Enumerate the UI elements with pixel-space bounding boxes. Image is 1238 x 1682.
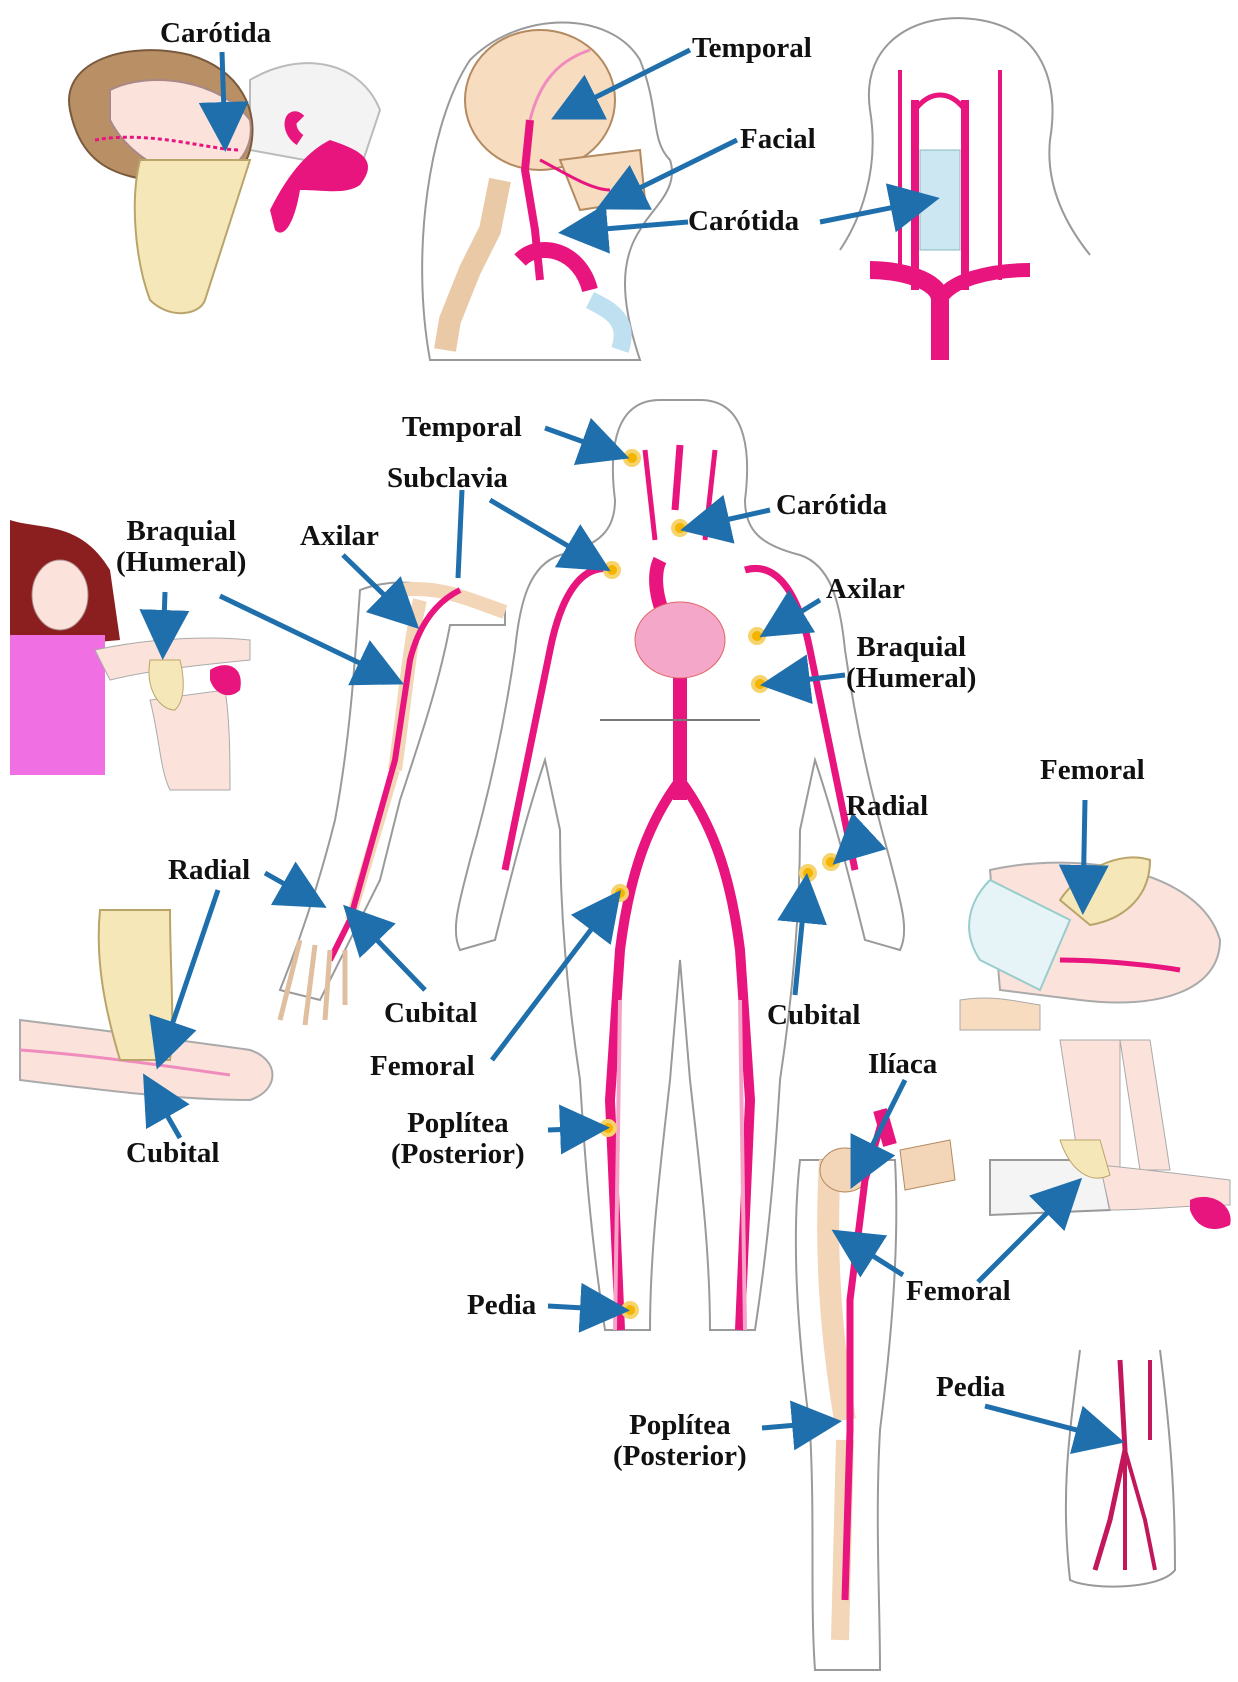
label-ulnar-body: Cubital (767, 1000, 860, 1031)
label-ulnar-arm: Cubital (384, 998, 477, 1029)
label-femoral-body: Femoral (370, 1051, 475, 1082)
pulse-point-pedal (623, 1303, 637, 1317)
pulse-point-ulnar (801, 866, 815, 880)
label-iliac: Ilíaca (868, 1049, 937, 1080)
label-popliteal-body-line1: Poplítea (391, 1108, 525, 1139)
leg-arteries-illustration (796, 1110, 955, 1670)
pulse-point-popliteal (601, 1121, 615, 1135)
knee-compression-illustration (990, 1040, 1231, 1229)
label-ulnar-wrist: Cubital (126, 1138, 219, 1169)
label-brachial-arm: Braquial (Humeral) (116, 516, 246, 578)
label-popliteal-body: Poplítea (Posterior) (391, 1108, 525, 1170)
label-brachial-arm-line2: (Humeral) (116, 547, 246, 578)
label-temporal-skull: Temporal (692, 33, 812, 64)
label-popliteal-leg-line2: (Posterior) (613, 1441, 747, 1472)
pulse-point-temporal (625, 451, 639, 465)
label-carotid-skull: Carótida (688, 206, 799, 237)
label-radial-arm: Radial (168, 855, 250, 886)
label-brachial-body-line2: (Humeral) (846, 663, 976, 694)
label-popliteal-leg: Poplítea (Posterior) (613, 1410, 747, 1472)
label-popliteal-leg-line1: Poplítea (613, 1410, 747, 1441)
label-radial-body: Radial (846, 791, 928, 822)
pulse-point-brachial (753, 677, 767, 691)
label-pedal-foot: Pedia (936, 1372, 1005, 1403)
pulse-point-axillary (750, 629, 764, 643)
neck-arteries-illustration (840, 18, 1090, 360)
wrist-compression-illustration (20, 910, 273, 1100)
label-facial: Facial (740, 124, 816, 155)
label-axillary-body: Axilar (826, 574, 905, 605)
label-brachial-arm-line1: Braquial (116, 516, 246, 547)
pulse-point-femoral (613, 886, 627, 900)
label-pedal-body: Pedia (467, 1290, 536, 1321)
label-temporal-body: Temporal (402, 412, 522, 443)
label-carotid-body: Carótida (776, 490, 887, 521)
label-subclavian: Subclavia (387, 463, 508, 494)
pulse-point-carotid (673, 521, 687, 535)
pulse-point-subclavian (605, 563, 619, 577)
pulse-point-radial (824, 855, 838, 869)
label-carotid-head: Carótida (160, 18, 271, 49)
label-axillary-arm: Axilar (300, 521, 379, 552)
groin-compression-illustration (960, 857, 1220, 1030)
label-brachial-body: Braquial (Humeral) (846, 632, 976, 694)
label-femoral-groin: Femoral (1040, 755, 1145, 786)
label-popliteal-body-line2: (Posterior) (391, 1139, 525, 1170)
foot-arteries-illustration (1066, 1350, 1175, 1587)
label-brachial-body-line1: Braquial (846, 632, 976, 663)
label-femoral-knee: Femoral (906, 1276, 1011, 1307)
